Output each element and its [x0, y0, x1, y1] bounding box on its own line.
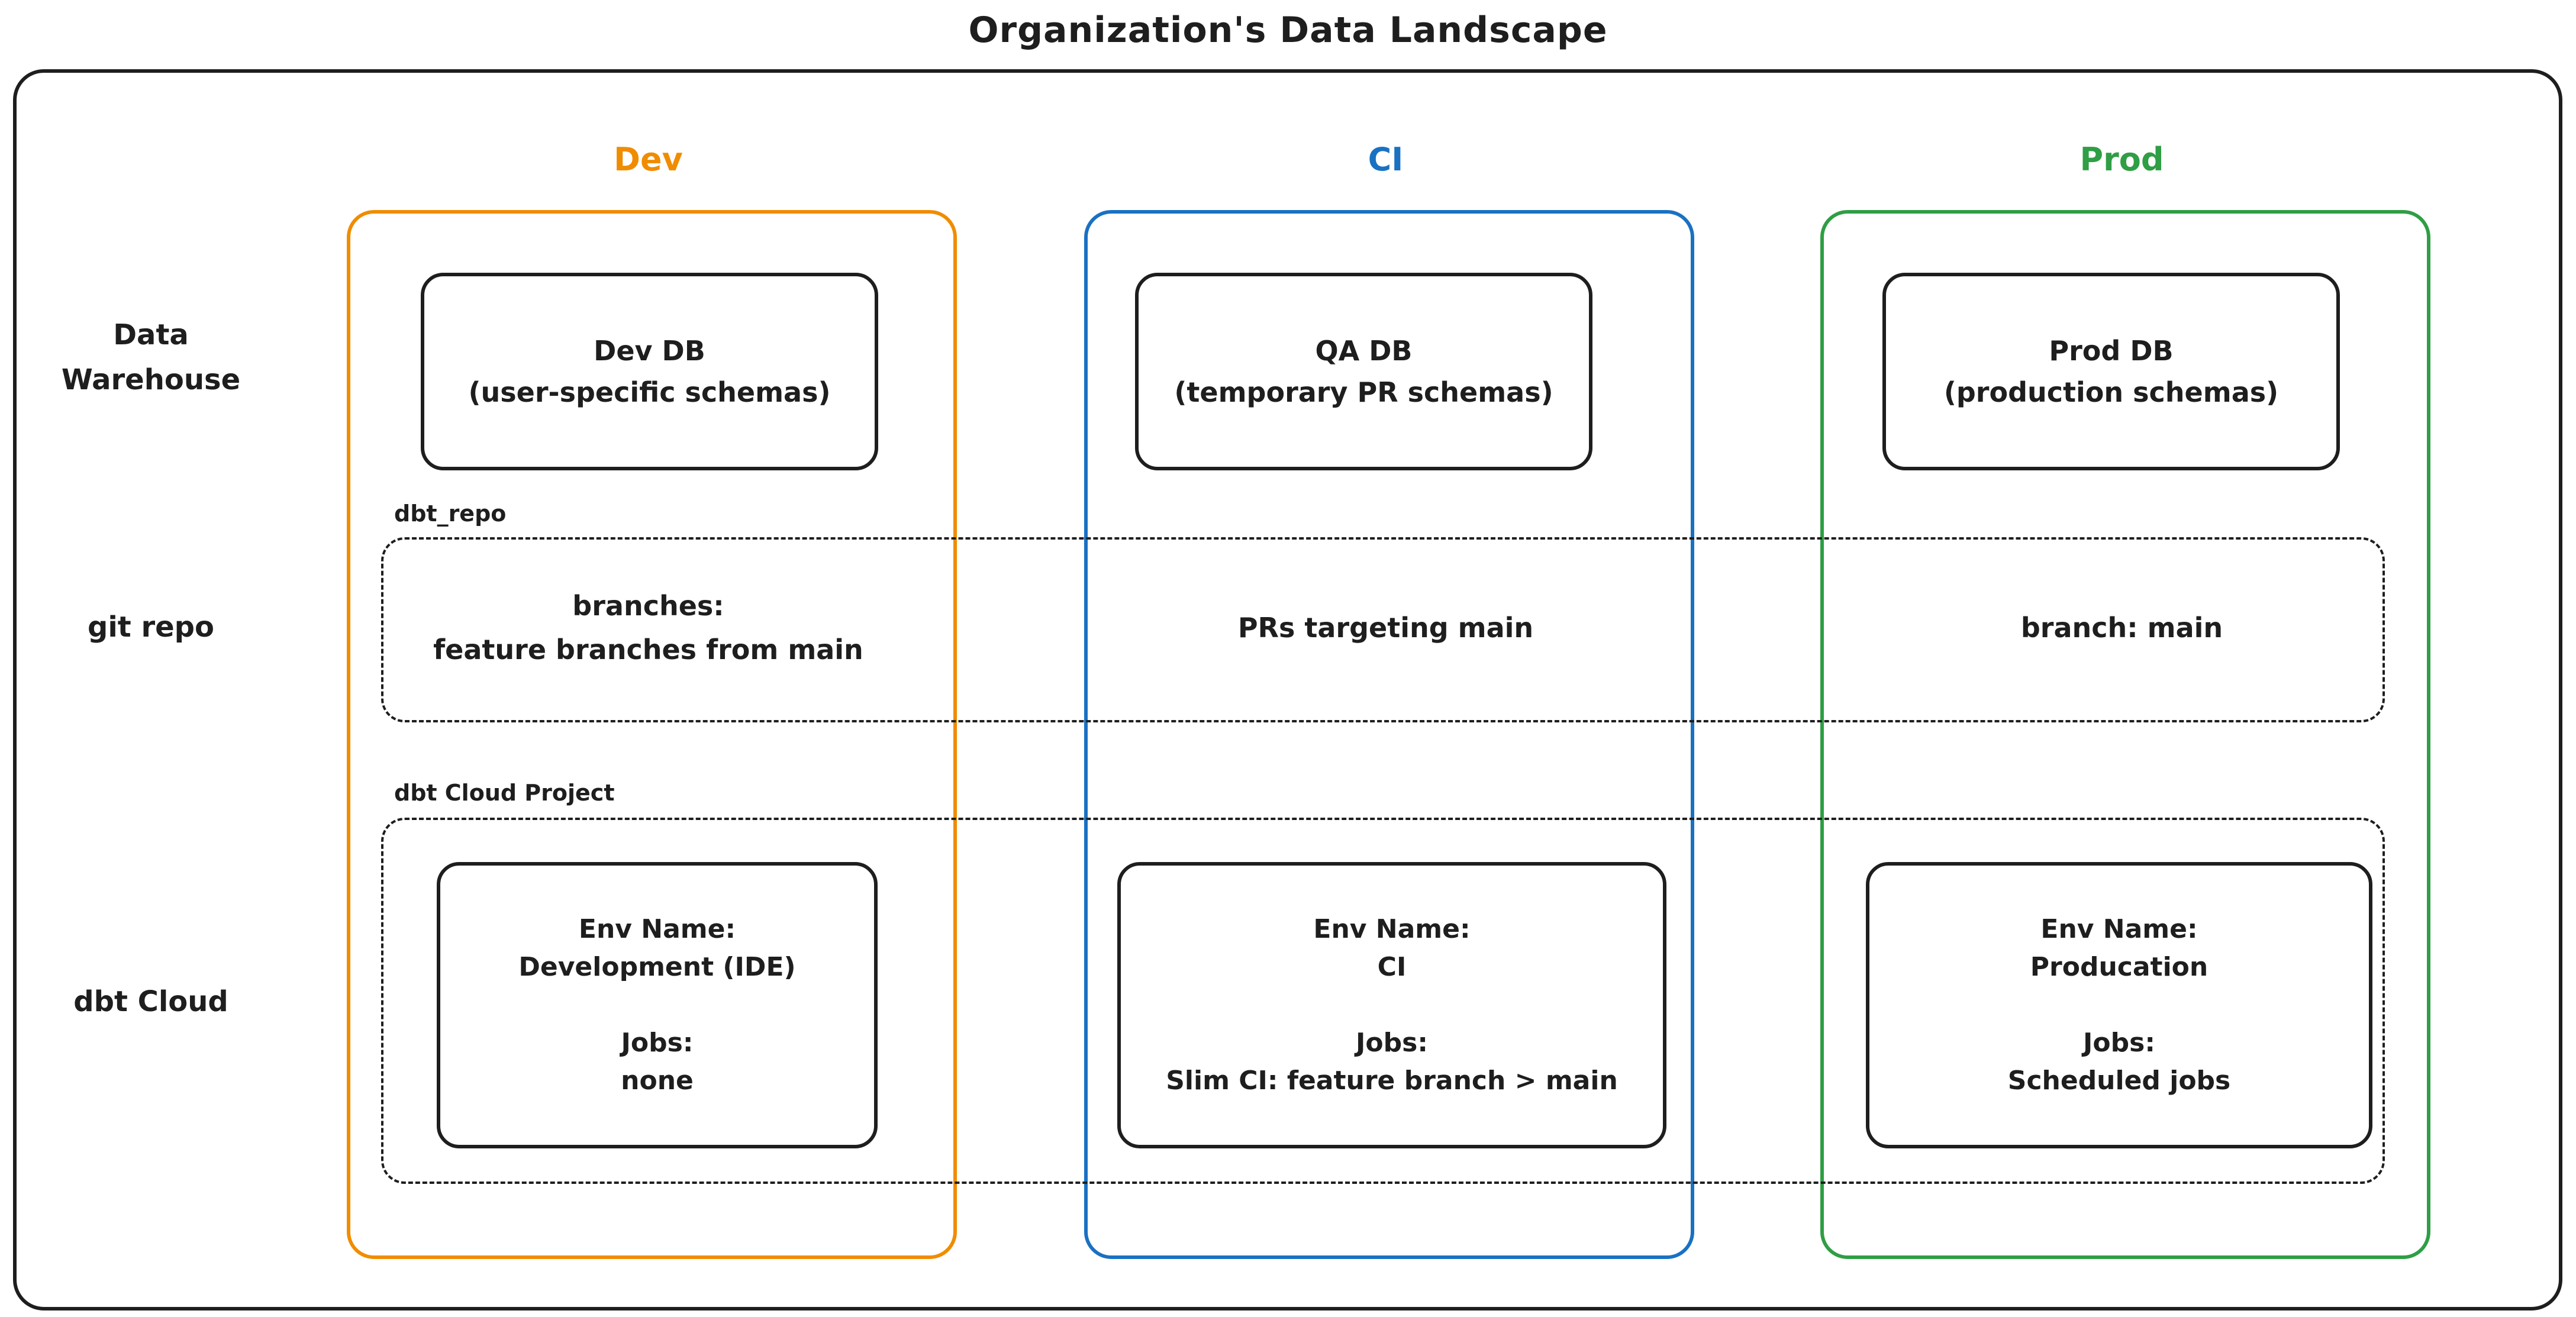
qa-db-title: QA DB	[1315, 335, 1413, 367]
row-label-data-warehouse: Data Warehouse	[24, 312, 278, 402]
prod-db-title: Prod DB	[2049, 335, 2174, 367]
column-rect-dev	[347, 210, 957, 1259]
prod-env-box: Env Name: Producation Jobs: Scheduled jo…	[1866, 862, 2372, 1148]
dev-jobs-value: none	[621, 1066, 694, 1096]
dbt-repo-dashed-container	[381, 537, 2385, 722]
git-repo-ci-text: PRs targeting main	[1237, 611, 1534, 644]
row-label-data-warehouse-line1: Data	[113, 318, 189, 351]
git-repo-dev-line1: branches:	[572, 589, 724, 622]
qa-db-subtitle: (temporary PR schemas)	[1174, 376, 1553, 408]
ci-env-box: Env Name: CI Jobs: Slim CI: feature bran…	[1117, 862, 1666, 1148]
column-rect-prod	[1820, 210, 2430, 1259]
row-label-data-warehouse-line2: Warehouse	[61, 363, 241, 396]
dbt-cloud-dashed-container	[381, 818, 2385, 1184]
column-rect-ci	[1084, 210, 1694, 1259]
prod-jobs-value: Scheduled jobs	[2007, 1066, 2231, 1096]
prod-db-box: Prod DB (production schemas)	[1882, 273, 2340, 470]
column-header-prod: Prod	[2080, 141, 2164, 178]
dev-env-box: Env Name: Development (IDE) Jobs: none	[437, 862, 878, 1148]
dev-env-value: Development (IDE)	[518, 952, 796, 982]
ci-jobs-label: Jobs:	[1356, 1028, 1428, 1058]
column-header-ci: CI	[1368, 141, 1404, 178]
prod-db-subtitle: (production schemas)	[1943, 376, 2279, 408]
row-label-git-repo: git repo	[87, 611, 215, 644]
dev-db-box: Dev DB (user-specific schemas)	[421, 273, 878, 470]
git-repo-dev-text: branches: feature branches from main	[347, 537, 950, 718]
prod-env-label: Env Name:	[2040, 914, 2198, 944]
dev-db-subtitle: (user-specific schemas)	[468, 376, 831, 408]
row-label-dbt-cloud: dbt Cloud	[73, 985, 228, 1018]
dev-jobs-label: Jobs:	[621, 1028, 694, 1058]
ci-env-value: CI	[1377, 952, 1407, 982]
dbt-repo-label: dbt_repo	[394, 501, 507, 527]
prod-jobs-label: Jobs:	[2083, 1028, 2155, 1058]
prod-env-value: Producation	[2030, 952, 2209, 982]
ci-env-label: Env Name:	[1313, 914, 1471, 944]
git-repo-dev-line2: feature branches from main	[433, 633, 863, 666]
column-header-dev: Dev	[614, 141, 683, 178]
dev-env-label: Env Name:	[578, 914, 736, 944]
qa-db-box: QA DB (temporary PR schemas)	[1135, 273, 1592, 470]
ci-jobs-value: Slim CI: feature branch > main	[1166, 1066, 1618, 1096]
diagram-title: Organization's Data Landscape	[968, 9, 1608, 51]
dbt-cloud-project-label: dbt Cloud Project	[394, 780, 615, 806]
dev-db-title: Dev DB	[594, 335, 705, 367]
git-repo-prod-text: branch: main	[2020, 611, 2223, 644]
outer-container	[13, 69, 2562, 1310]
